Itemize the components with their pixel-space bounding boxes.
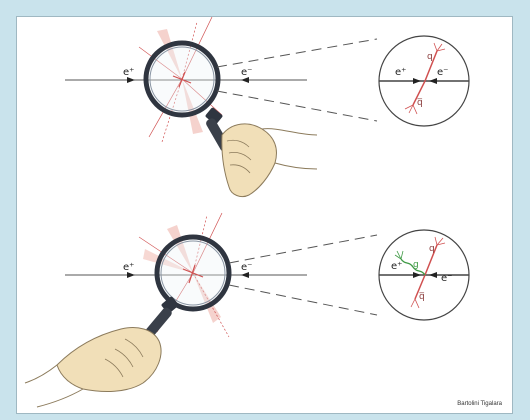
top-quark-label: q bbox=[427, 52, 433, 62]
bottom-zoom-line-upper bbox=[228, 234, 378, 264]
bottom-zoom-line-lower bbox=[228, 284, 378, 316]
figure-frame: e⁺ e⁻ bbox=[6, 6, 524, 414]
bottom-hand-icon bbox=[24, 327, 162, 408]
top-hand-icon bbox=[221, 123, 318, 198]
bottom-zoom-label-right: e⁻ bbox=[441, 273, 452, 284]
bottom-beam-label-left: e⁺ bbox=[123, 262, 134, 273]
credit-text: Bartolini Tigalara bbox=[457, 401, 502, 407]
bottom-beam-arrow-right bbox=[241, 272, 249, 278]
collision-diagram: e⁺ e⁻ bbox=[24, 17, 470, 408]
bottom-jets bbox=[138, 212, 230, 338]
bottom-zoom-label-left: e⁺ bbox=[391, 261, 402, 272]
top-zoom-label-left: e⁺ bbox=[395, 67, 406, 78]
illustration-panel: e⁺ e⁻ bbox=[16, 16, 513, 414]
top-zoom-label-right: e⁻ bbox=[437, 67, 448, 78]
top-zoom-circle bbox=[378, 35, 470, 127]
top-magnifier-icon bbox=[143, 40, 230, 152]
bottom-antiquark-label: q̅ bbox=[419, 292, 425, 302]
bottom-beam-arrow-left bbox=[127, 272, 135, 278]
bottom-zoom-circle bbox=[378, 229, 470, 321]
top-zoom-line-upper bbox=[216, 38, 378, 68]
bottom-beam-label-right: e⁻ bbox=[241, 262, 252, 273]
bottom-quark-label: q bbox=[429, 244, 435, 254]
top-beam-label-left: e⁺ bbox=[123, 67, 134, 78]
bottom-event: e⁺ e⁻ bbox=[24, 212, 470, 408]
top-beam-arrow-right bbox=[241, 77, 249, 83]
bottom-gluon-label: g bbox=[413, 260, 419, 270]
top-event: e⁺ e⁻ bbox=[65, 17, 470, 198]
top-beam-label-right: e⁻ bbox=[241, 67, 252, 78]
bottom-magnifier-icon bbox=[144, 234, 232, 339]
top-zoom-line-lower bbox=[216, 90, 378, 122]
top-beam-arrow-left bbox=[127, 77, 135, 83]
top-antiquark-label: q̅ bbox=[417, 98, 423, 108]
